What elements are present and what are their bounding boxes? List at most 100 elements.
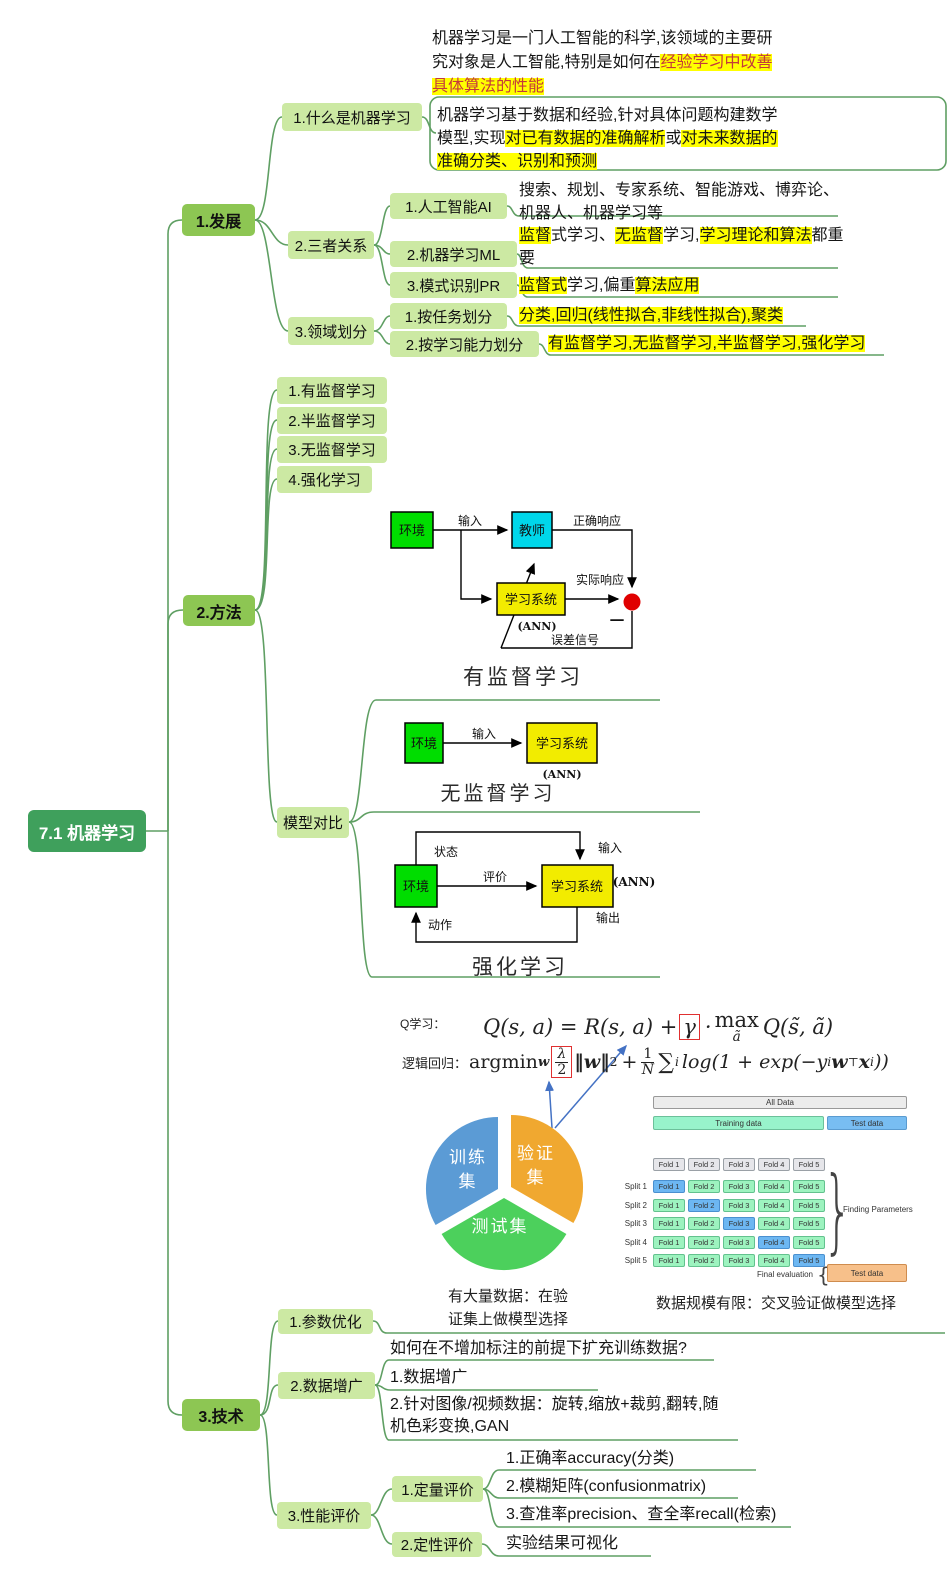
- node-pr[interactable]: 3.模式识别PR: [390, 272, 517, 298]
- formula-part: argmin: [469, 1051, 538, 1074]
- env-label: 环境: [403, 880, 429, 895]
- validation-set-label: 集: [527, 1168, 546, 1187]
- text-augment-question[interactable]: 如何在不增加标注的前提下扩充训练数据?: [390, 1340, 687, 1357]
- validation-slice: [511, 1115, 584, 1223]
- cv-fold-cell: Fold 3: [723, 1217, 755, 1230]
- text-ai-topics[interactable]: 搜索、规划、专家系统、智能游戏、博弈论、机器人、机器学习等: [519, 182, 840, 222]
- formula-part: )): [873, 1051, 889, 1074]
- test-slice: [441, 1198, 567, 1271]
- cv-fold-cell: Fold 5: [793, 1235, 825, 1249]
- node-by-task[interactable]: 1.按任务划分: [390, 303, 507, 329]
- node-data-augment[interactable]: 2.数据增广: [278, 1372, 375, 1399]
- node-three-relations[interactable]: 2.三者关系: [288, 231, 374, 259]
- formula-part: i: [869, 1055, 874, 1070]
- cv-fold-cell: Fold 5: [793, 1254, 825, 1267]
- node-quantitative[interactable]: 1.定量评价: [392, 1476, 483, 1502]
- ann-label: (ANN): [613, 875, 656, 889]
- env-box: [394, 864, 438, 908]
- comparator-dot: [623, 593, 641, 611]
- ann-label: (ANN): [542, 768, 581, 781]
- node-model-compare[interactable]: 模型对比: [277, 807, 349, 838]
- highlight: 有监督学习,无监督学习,半监督学习,强化学习: [548, 335, 866, 352]
- training-slice: [425, 1117, 498, 1225]
- system-label: 学习系统: [551, 879, 603, 895]
- logistic-label: 逻辑回归：: [402, 1056, 468, 1071]
- text-augment-1[interactable]: 1.数据增广: [390, 1369, 468, 1386]
- learning-system-box: [526, 722, 598, 764]
- highlight-red: 经验学习中: [660, 54, 741, 71]
- text-by-task[interactable]: 分类,回归(线性拟合,非线性拟合),聚类: [519, 304, 783, 327]
- node-reinforcement[interactable]: 4.强化学习: [277, 466, 372, 493]
- cv-split-label: Split 3: [624, 1219, 647, 1228]
- node-semisupervised[interactable]: 2.半监督学习: [277, 407, 387, 434]
- env-box: [404, 722, 444, 764]
- formula-part: 1: [641, 1046, 655, 1064]
- output-label: 输出: [596, 910, 620, 925]
- ann-label: (ANN): [517, 620, 556, 633]
- formula-part: +: [621, 1051, 638, 1074]
- validation-set-label: 验证: [517, 1144, 555, 1163]
- highlight: 算法应用: [635, 277, 700, 294]
- highlight: 无监督: [615, 227, 664, 244]
- node-by-ability[interactable]: 2.按学习能力划分: [390, 331, 539, 357]
- node-what-is-ml[interactable]: 1.什么是机器学习: [282, 103, 422, 131]
- text-pr-topics[interactable]: 监督式学习,偏重算法应用: [519, 274, 700, 297]
- node-field-division[interactable]: 3.领域划分: [288, 317, 374, 345]
- node-param-opt[interactable]: 1.参数优化: [278, 1309, 373, 1334]
- caption-large-data[interactable]: 有大量数据：在验证集上做模型选择: [448, 1287, 569, 1328]
- text-precision-recall[interactable]: 3.查准率precision、查全率recall(检索): [506, 1506, 777, 1523]
- input-label: 输入: [458, 513, 482, 528]
- text-by-ability[interactable]: 有监督学习,无监督学习,半监督学习,强化学习: [548, 332, 866, 355]
- formula-part: w: [831, 1051, 848, 1074]
- input-label: 输入: [598, 840, 622, 855]
- error-signal-label: 误差信号: [551, 633, 599, 647]
- node-perf-eval[interactable]: 3.性能评价: [277, 1502, 371, 1529]
- gamma-redbox: γ: [679, 1014, 700, 1041]
- learning-system-box: [541, 864, 614, 908]
- text-augment-2[interactable]: 2.针对图像/视频数据：旋转,缩放+裁剪,翻转,随机色彩变换,GAN: [390, 1396, 719, 1435]
- finding-parameters-brace: }: [823, 1157, 853, 1264]
- cv-split-label: Split 1: [624, 1182, 647, 1191]
- cv-fold-cell: Fold 4: [758, 1180, 790, 1193]
- cv-fold-cell: Fold 1: [653, 1198, 685, 1212]
- cv-fold-cell: Fold 4: [758, 1198, 790, 1212]
- cv-fold-cell: Fold 4: [758, 1217, 790, 1230]
- cv-fold-cell: Fold 5: [793, 1180, 825, 1193]
- node-ai[interactable]: 1.人工智能AI: [390, 193, 507, 219]
- note-ml-basis[interactable]: 机器学习基于数据和经验,针对具体问题构建数学模型,实现对已有数据的准确解析或对未…: [437, 104, 787, 173]
- state-label: 状态: [434, 845, 458, 859]
- root-node[interactable]: 7.1 机器学习: [28, 810, 146, 852]
- branch-development[interactable]: 1.发展: [182, 204, 255, 236]
- node-ml[interactable]: 2.机器学习ML: [390, 241, 517, 267]
- reinforcement-caption: 强化学习: [472, 955, 568, 979]
- teacher-label: 教师: [519, 523, 545, 539]
- highlight: 监督式: [519, 277, 568, 294]
- training-data-bar: Training data: [653, 1116, 824, 1130]
- cv-fold-cell: Fold 1: [653, 1217, 685, 1230]
- text-confusion-matrix[interactable]: 2.模糊矩阵(confusionmatrix): [506, 1478, 707, 1495]
- actual-response-label: 实际响应: [576, 572, 624, 587]
- env-label: 环境: [411, 737, 437, 752]
- highlight: 监督: [519, 227, 552, 244]
- cv-split-label: Split 2: [624, 1200, 647, 1210]
- text-ml-topics[interactable]: 监督式学习、无监督学习,学习理论和算法都重要: [519, 224, 853, 270]
- caption-limited-data[interactable]: 数据规模有限：交叉验证做模型选择: [656, 1294, 897, 1312]
- branch-technique[interactable]: 3.技术: [182, 1399, 260, 1431]
- cv-fold-cell: Fold 3: [723, 1254, 755, 1267]
- node-qualitative[interactable]: 2.定性评价: [392, 1532, 482, 1557]
- node-unsupervised[interactable]: 3.无监督学习: [277, 436, 387, 463]
- cv-fold-cell: Fold 5: [793, 1198, 825, 1212]
- text-accuracy[interactable]: 1.正确率accuracy(分类): [506, 1450, 675, 1467]
- system-label: 学习系统: [505, 592, 557, 608]
- node-supervised[interactable]: 1.有监督学习: [277, 377, 387, 404]
- text-visualization[interactable]: 实验结果可视化: [506, 1535, 619, 1552]
- unsupervised-caption: 无监督学习: [441, 781, 556, 804]
- formula-part: Q(s, a) = R(s, a) +: [483, 1015, 678, 1040]
- branch-methods[interactable]: 2.方法: [183, 595, 255, 626]
- final-evaluation-label: Final evaluation: [756, 1270, 813, 1279]
- note-ml-definition[interactable]: 机器学习是一门人工智能的科学,该领域的主要研究对象是人工智能,特别是如何在经验学…: [432, 27, 778, 99]
- all-data-bar: All Data: [653, 1096, 907, 1109]
- note-text: 学习,偏重: [567, 277, 636, 294]
